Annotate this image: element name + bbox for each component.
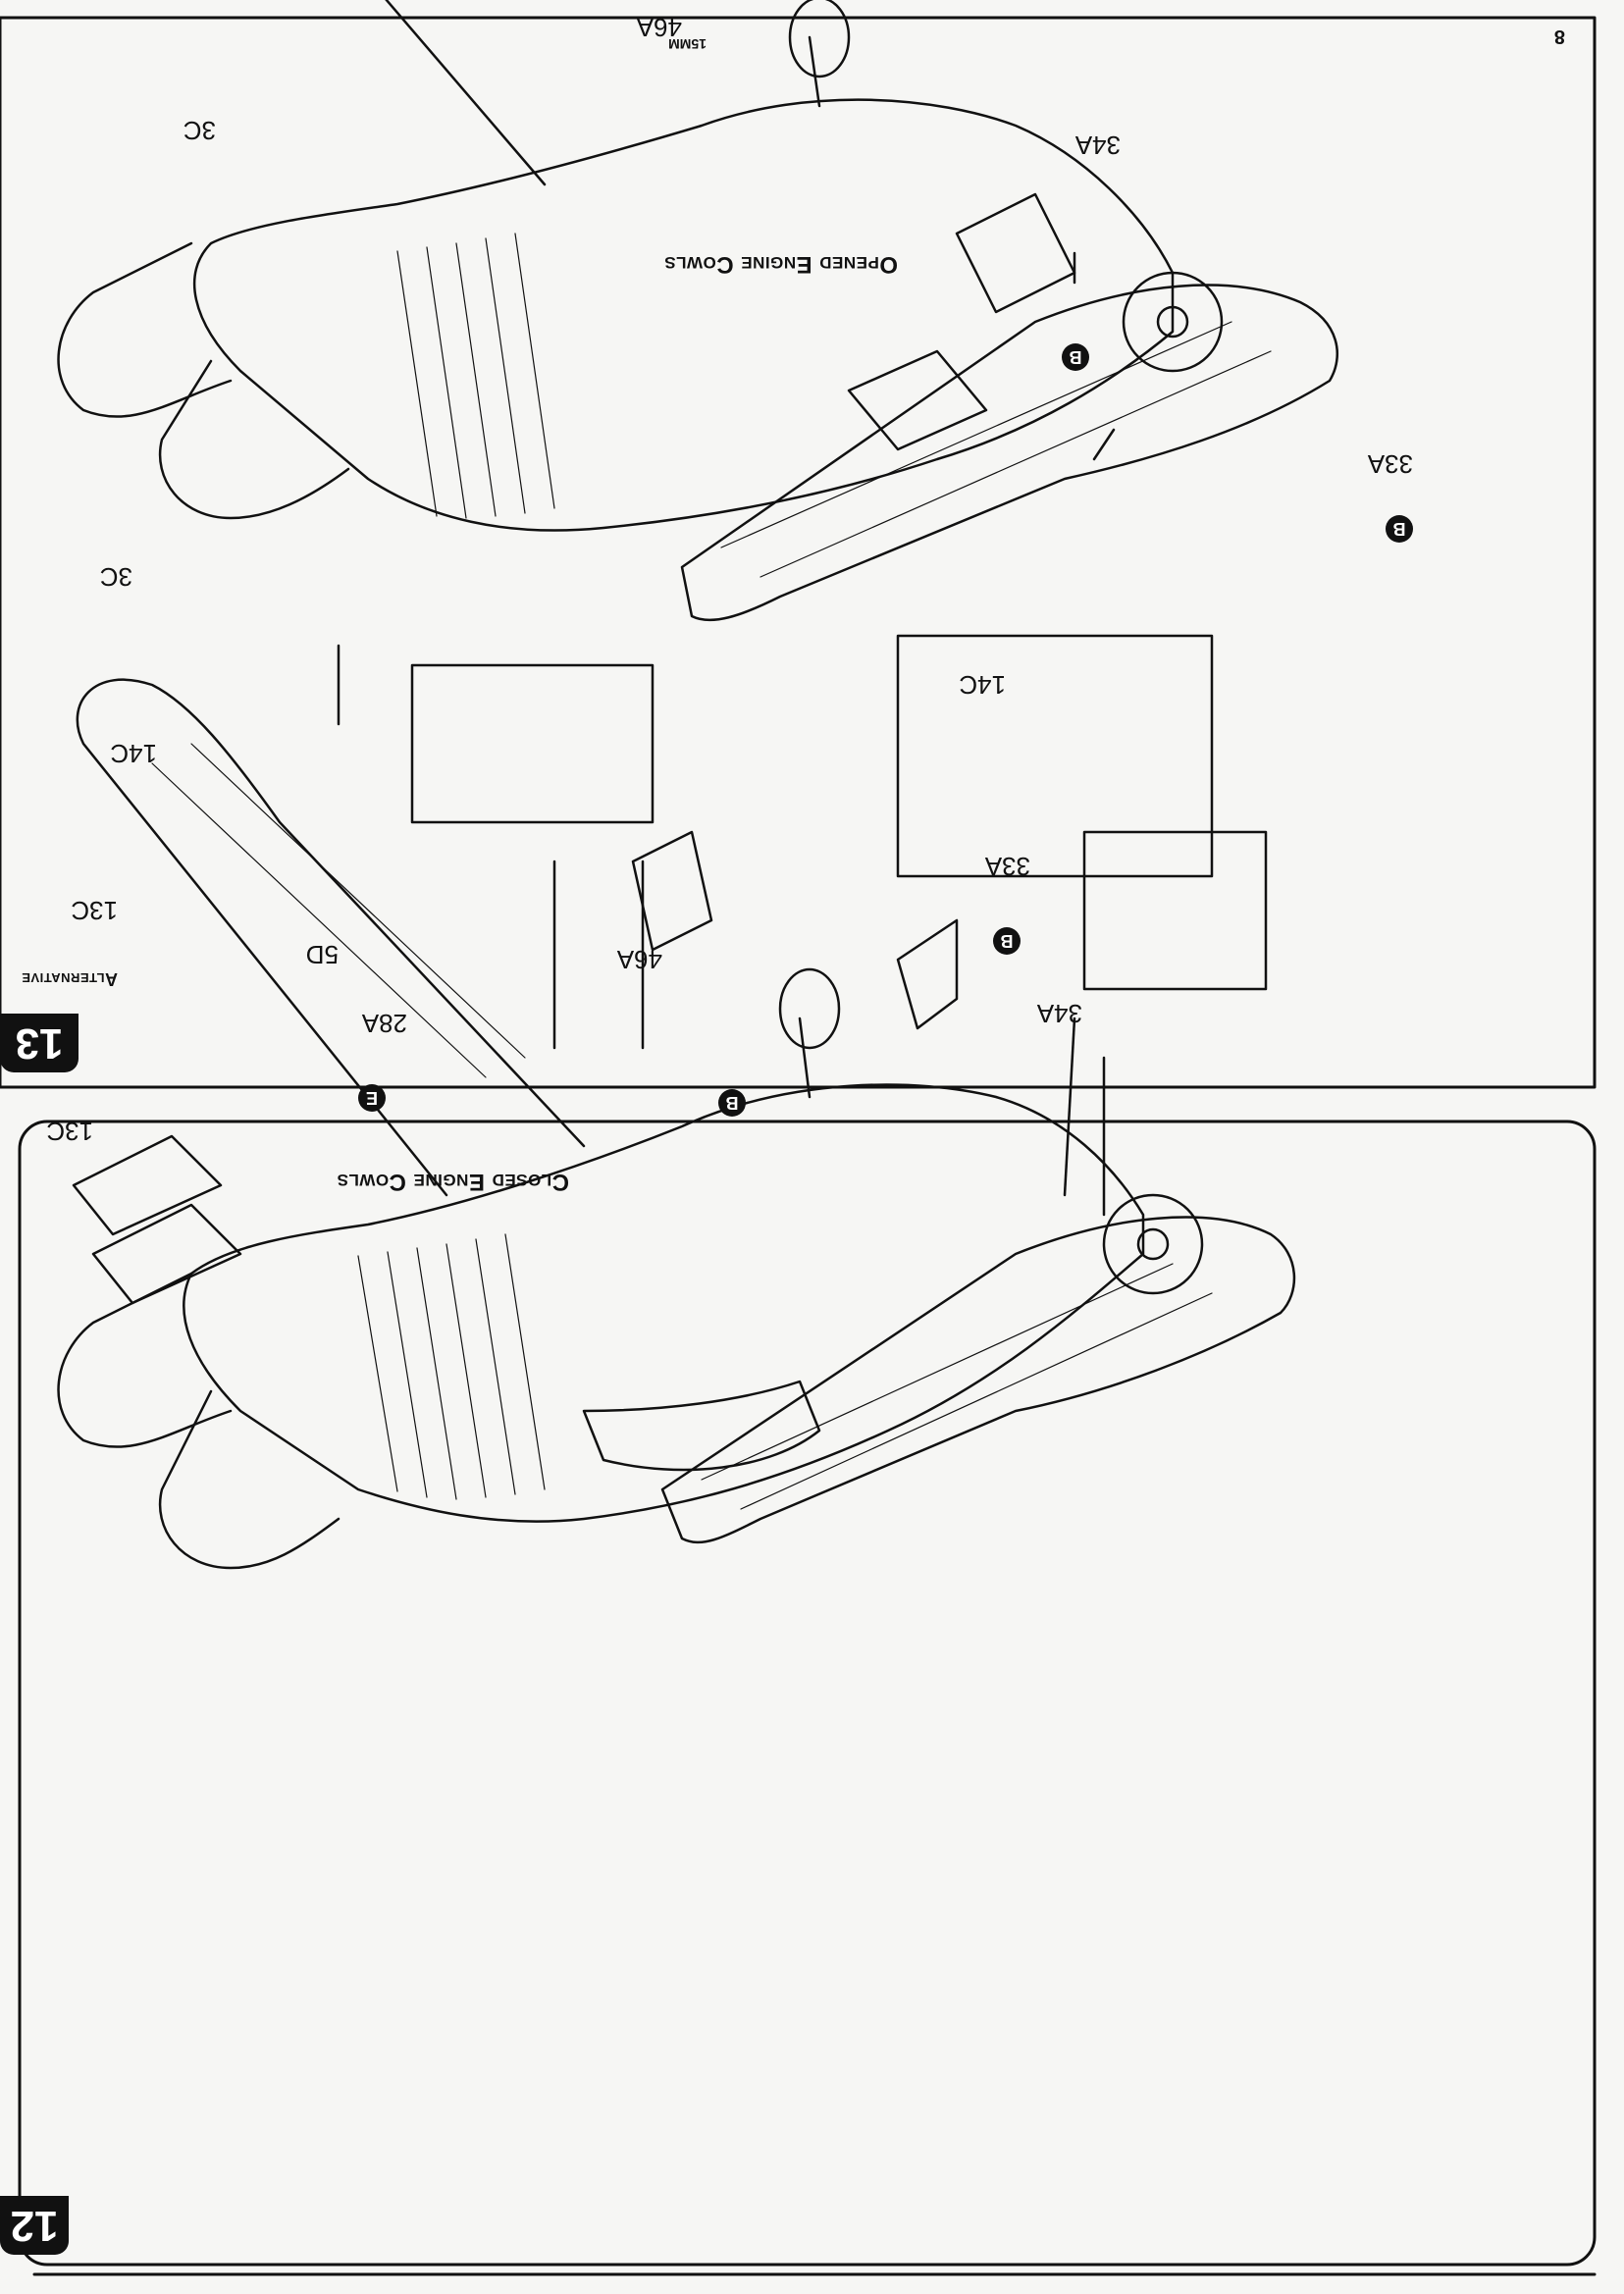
step13-panel	[0, 16, 1597, 1089]
step13-tag: Alternative	[21, 969, 118, 989]
step13-part-34a-label: 34A	[1074, 130, 1121, 160]
part-33a-shape	[631, 830, 713, 952]
part-33a-label: 33A	[984, 852, 1030, 881]
step13-aircraft	[57, 0, 1338, 622]
step13-marker-b-33a: B	[1386, 515, 1413, 543]
measure-15mm: 15MM	[668, 36, 707, 52]
step13-heading: Opened Engine Cowls	[663, 251, 898, 278]
step12-aircraft	[57, 634, 1296, 1570]
step12-panel	[18, 1120, 1597, 2267]
cowl-34a-open	[955, 192, 1076, 314]
inset-detail-46a	[896, 634, 1214, 878]
inset-3c-14c-right	[410, 663, 655, 824]
part-5d-label: 5D	[305, 940, 339, 969]
step12-heading: Closed Engine Cowls	[337, 1169, 569, 1195]
part-3c-label-b: 3C	[183, 116, 216, 145]
part-34a-shape	[896, 918, 959, 1030]
inset-3c-14c-left	[1082, 830, 1268, 991]
page-number: 8	[1553, 26, 1565, 47]
cowl-33a-open	[847, 349, 988, 451]
part-46a-label: 46A	[616, 945, 662, 974]
part-14c-label-a: 14C	[110, 739, 157, 768]
part-28a-label: 28A	[361, 1009, 407, 1038]
step12-number: 12	[0, 2196, 69, 2255]
part-13c-label-a: 13C	[46, 1117, 93, 1146]
part-14c-label-b: 14C	[959, 670, 1006, 700]
step13-part-33a-label: 33A	[1367, 449, 1413, 479]
step13-number: 13	[0, 1014, 79, 1072]
part-34a-label: 34A	[1036, 999, 1082, 1028]
part-13c-label-b: 13C	[71, 896, 118, 925]
step13-marker-b-34a: B	[1062, 343, 1089, 371]
marker-e: E	[358, 1084, 386, 1112]
part-3c-label-a: 3C	[99, 562, 132, 592]
marker-b-33a: B	[718, 1089, 746, 1117]
marker-b-34a: B	[993, 927, 1021, 955]
